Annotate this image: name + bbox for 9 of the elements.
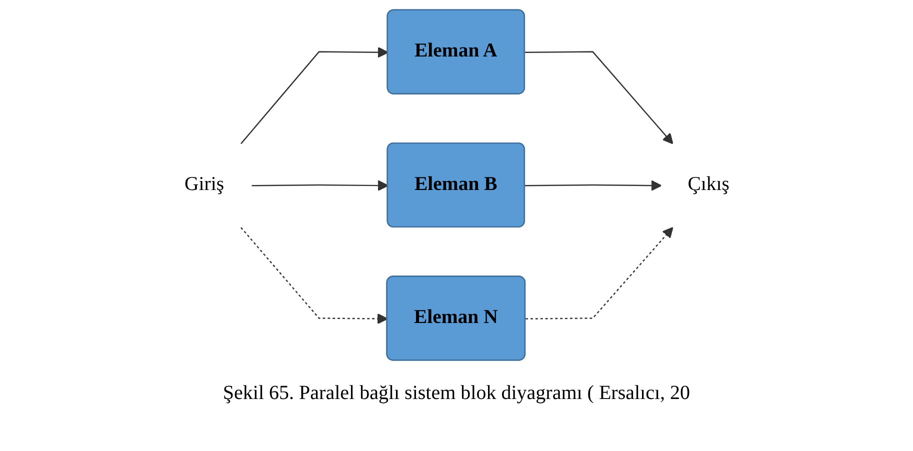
node-text: Giriş	[184, 174, 224, 195]
node-text: Çıkış	[687, 174, 729, 195]
arrow	[240, 227, 388, 324]
arrow	[525, 227, 673, 320]
caption: Şekil 65. Paralel bağlı sistem blok diyagramı ( Ersalıcı, 20	[222, 382, 690, 405]
arrow	[251, 180, 388, 191]
arrow	[524, 180, 662, 191]
arrow	[240, 46, 388, 144]
arrow	[524, 51, 673, 144]
